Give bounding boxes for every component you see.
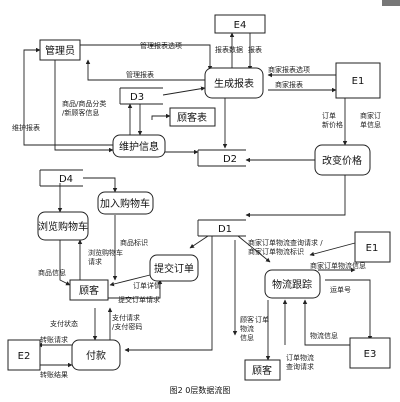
e3-entity bbox=[349, 337, 391, 369]
browse-cart-process bbox=[37, 211, 89, 241]
flow-label: 转账请求 bbox=[40, 335, 68, 344]
flow-label: 单信息 bbox=[360, 120, 381, 129]
flow-label: 浏览购物车 bbox=[88, 248, 123, 257]
admin-entity bbox=[39, 39, 81, 61]
add-to-cart-label: 加入购物车 bbox=[100, 197, 150, 210]
customer-table-label: 顾客表 bbox=[177, 111, 207, 124]
flow-label: 请求 bbox=[88, 257, 102, 266]
flow-label: 支付状态 bbox=[50, 319, 78, 328]
customer-bottom-entity bbox=[244, 359, 281, 381]
e2-label: E2 bbox=[18, 351, 31, 362]
logistics-tracking-label: 物流跟踪 bbox=[272, 278, 312, 291]
flow-label: 物流 bbox=[240, 324, 254, 333]
flow-label: 管理报表选项 bbox=[140, 41, 182, 50]
flow-label: 订单 bbox=[322, 111, 336, 120]
maintain-info-label: 维护信息 bbox=[119, 140, 159, 153]
d4-store bbox=[39, 169, 83, 187]
flow-label: 维护报表 bbox=[12, 123, 40, 132]
change-price-process bbox=[314, 144, 371, 176]
logistics-tracking-process bbox=[264, 269, 321, 299]
d3-store bbox=[119, 87, 163, 105]
flow-label: 商家订单物流标识 bbox=[248, 247, 304, 256]
e1-top-entity bbox=[335, 62, 381, 99]
customer-bottom-label: 顾客 bbox=[252, 364, 272, 377]
customer-entity bbox=[69, 279, 109, 301]
browse-cart-label: 浏览购物车 bbox=[38, 220, 88, 233]
flow-lines bbox=[23, 32, 373, 368]
submit-order-label: 提交订单 bbox=[154, 262, 194, 275]
submit-order-process bbox=[149, 254, 199, 282]
generate-report-process bbox=[204, 67, 264, 99]
scan-corner-mark bbox=[382, 0, 400, 6]
flow-label: 支付请求 bbox=[112, 313, 140, 322]
flow-label: 商品/商品分类 bbox=[62, 99, 106, 108]
flow-labels: 管理报表选项 报表数据 报表 管理报表 商家报表选项 商家报表 商品/商品分类 … bbox=[12, 41, 381, 379]
customer-label: 顾客 bbox=[79, 284, 99, 297]
flow-label: 商家报表选项 bbox=[268, 65, 310, 74]
flow-label: 商品信息 bbox=[38, 268, 66, 277]
flow-label: 报表数据 bbox=[215, 45, 243, 54]
flow-label: /新顾客信息 bbox=[62, 108, 99, 117]
d2-store bbox=[197, 149, 246, 167]
flow-label: 提交订单请求 bbox=[118, 295, 160, 304]
flow-label: 信息 bbox=[240, 333, 254, 342]
e4-label: E4 bbox=[234, 20, 247, 31]
change-price-label: 改变价格 bbox=[322, 154, 362, 167]
d4-label: D4 bbox=[59, 174, 73, 185]
flow-label: 商家报表 bbox=[275, 80, 303, 89]
add-to-cart-process bbox=[97, 191, 154, 215]
e4-entity bbox=[214, 14, 266, 34]
e2-entity bbox=[7, 339, 41, 371]
admin-label: 管理员 bbox=[45, 44, 75, 57]
e3-label: E3 bbox=[364, 349, 377, 360]
flow-label: 商家订单物流查询请求 / bbox=[248, 238, 323, 247]
flow-label: 运单号 bbox=[330, 285, 351, 294]
flow-label: 商家订 bbox=[360, 111, 381, 120]
flow-label: 订单物流 bbox=[286, 353, 314, 362]
customer-table-store bbox=[169, 107, 216, 127]
d2-label: D2 bbox=[223, 154, 237, 165]
e1-top-label: E1 bbox=[352, 76, 365, 87]
e1-mid-label: E1 bbox=[366, 243, 379, 254]
pay-process bbox=[71, 339, 121, 371]
d1-store bbox=[197, 219, 246, 237]
generate-report-label: 生成报表 bbox=[214, 77, 254, 90]
flow-label: 物流信息 bbox=[310, 331, 338, 340]
e1-mid-entity bbox=[354, 231, 391, 263]
d1-label: D1 bbox=[218, 224, 232, 235]
flow-label: 报表 bbox=[248, 45, 262, 54]
flow-label: 商家订单物流信息 bbox=[310, 261, 366, 270]
flow-label: 新价格 bbox=[322, 120, 343, 129]
pay-label: 付款 bbox=[86, 349, 106, 362]
flow-label: 商品标识 bbox=[120, 238, 148, 247]
maintain-info-process bbox=[112, 134, 166, 158]
flow-label: /支付密码 bbox=[112, 322, 142, 331]
figure-caption: 图2 0层数据流图 bbox=[170, 385, 231, 395]
flow-label: 转账结果 bbox=[40, 370, 68, 379]
flow-label: 管理报表 bbox=[126, 70, 154, 79]
flow-label: 订单 bbox=[255, 315, 269, 324]
flow-label: 查询请求 bbox=[286, 362, 314, 371]
flow-label: 订单详情 bbox=[133, 281, 161, 290]
d3-label: D3 bbox=[130, 92, 144, 103]
flow-label: 顾客 bbox=[240, 315, 254, 324]
